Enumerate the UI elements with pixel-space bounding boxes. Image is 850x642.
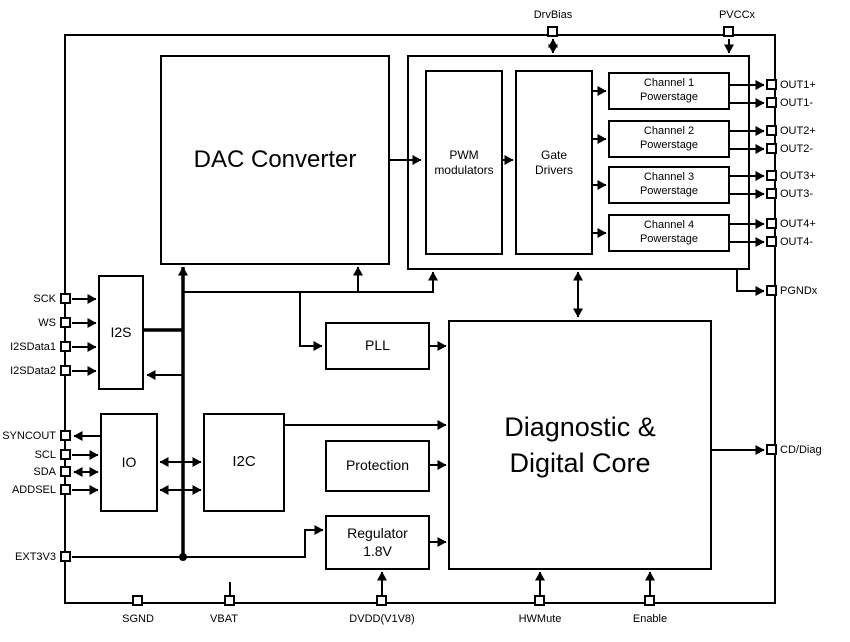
pin-sgnd xyxy=(132,595,143,606)
pwm-label-line2: modulators xyxy=(434,162,494,177)
pin-label-out1m: OUT1- xyxy=(780,97,813,109)
pin-cddiag xyxy=(766,444,777,455)
pin-out1p xyxy=(766,79,777,90)
dac-converter-block: DAC Converter xyxy=(160,55,390,265)
pin-label-i2sdata2: I2SData2 xyxy=(10,365,56,377)
pin-label-syncout: SYNCOUT xyxy=(2,430,56,442)
pin-label-out4p: OUT4+ xyxy=(780,218,816,230)
pin-pvccx xyxy=(723,26,734,37)
channel2-powerstage-block: Channel 2 Powerstage xyxy=(608,120,730,158)
pwm-modulators-block: PWM modulators xyxy=(425,70,503,255)
gate-drivers-block: Gate Drivers xyxy=(515,70,593,255)
channel4-powerstage-block: Channel 4 Powerstage xyxy=(608,214,730,252)
diagnostic-core-block: Diagnostic & Digital Core xyxy=(448,320,712,570)
pin-label-dvdd: DVDD(V1V8) xyxy=(349,613,415,625)
pin-label-hwmute: HWMute xyxy=(518,613,562,625)
pin-label-i2sdata1: I2SData1 xyxy=(10,341,56,353)
pin-label-cddiag: CD/Diag xyxy=(780,444,822,456)
pin-label-sgnd: SGND xyxy=(122,613,154,625)
channel1-powerstage-block: Channel 1 Powerstage xyxy=(608,72,730,110)
pin-out3m xyxy=(766,188,777,199)
pin-label-vbat: VBAT xyxy=(210,613,238,625)
pin-label-sda: SDA xyxy=(33,466,56,478)
pin-out4m xyxy=(766,236,777,247)
regulator-label-line1: Regulator xyxy=(347,525,408,541)
wire-clock-main xyxy=(183,271,438,293)
i2s-label: I2S xyxy=(110,323,132,340)
channel4-label-line1: Channel 4 xyxy=(643,219,695,232)
pin-scl xyxy=(60,449,71,460)
pin-sck xyxy=(60,293,71,304)
wire-pgndx xyxy=(736,270,765,296)
pin-enable xyxy=(644,595,655,606)
pin-label-scl: SCL xyxy=(34,449,56,461)
pin-syncout xyxy=(60,430,71,441)
pin-vbat xyxy=(224,595,235,606)
wire-ext3v3 xyxy=(72,525,324,558)
pll-label: PLL xyxy=(365,337,390,354)
channel2-label-line1: Channel 2 xyxy=(643,125,695,138)
pin-dvdd xyxy=(376,595,387,606)
pin-hwmute xyxy=(534,595,545,606)
core-label-line1: Diagnostic & xyxy=(504,411,656,442)
channel4-label-line2: Powerstage xyxy=(639,233,699,245)
pin-label-enable: Enable xyxy=(632,613,668,625)
channel3-label-line2: Powerstage xyxy=(639,185,699,197)
pin-label-pvccx: PVCCx xyxy=(718,9,756,21)
pin-label-pgndx: PGNDx xyxy=(780,285,818,297)
pin-label-out3p: OUT3+ xyxy=(780,170,816,182)
protection-block: Protection xyxy=(325,440,430,492)
channel1-label-line2: Powerstage xyxy=(639,91,699,103)
pin-label-out4m: OUT4- xyxy=(780,236,813,248)
channel2-label-line2: Powerstage xyxy=(639,139,699,151)
pin-ext3v3 xyxy=(60,551,71,562)
pin-label-out2m: OUT2- xyxy=(780,143,813,155)
pin-label-out1p: OUT1+ xyxy=(780,79,816,91)
regulator-block: Regulator 1.8V xyxy=(325,515,430,570)
pin-label-ext3v3: EXT3V3 xyxy=(15,551,56,563)
gate-label-line2: Drivers xyxy=(535,162,573,177)
pin-out3p xyxy=(766,170,777,181)
pin-pgndx xyxy=(766,285,777,296)
io-label: IO xyxy=(121,453,137,470)
protection-label: Protection xyxy=(345,457,410,474)
pin-i2sdata2 xyxy=(60,365,71,376)
pin-label-sck: SCK xyxy=(33,293,56,305)
junction-dot-ext3v3 xyxy=(179,553,187,561)
i2c-block: I2C xyxy=(203,413,285,512)
io-block: IO xyxy=(100,413,158,512)
channel3-powerstage-block: Channel 3 Powerstage xyxy=(608,166,730,204)
wire-clock-to-pll xyxy=(299,292,323,351)
pwm-label-line1: PWM xyxy=(449,147,479,162)
pin-sda xyxy=(60,466,71,477)
pin-drvbias xyxy=(547,26,558,37)
pin-label-ws: WS xyxy=(38,317,56,329)
i2s-block: I2S xyxy=(98,275,144,390)
regulator-label-line2: 1.8V xyxy=(363,542,392,559)
channel3-label-line1: Channel 3 xyxy=(643,171,695,184)
pin-out4p xyxy=(766,218,777,229)
pll-block: PLL xyxy=(325,322,430,370)
pin-out2m xyxy=(766,143,777,154)
pin-i2sdata1 xyxy=(60,341,71,352)
pin-ws xyxy=(60,317,71,328)
gate-label-line1: Gate xyxy=(540,147,567,162)
pin-out1m xyxy=(766,97,777,108)
pin-out2p xyxy=(766,125,777,136)
pin-label-drvbias: DrvBias xyxy=(533,9,573,21)
i2c-label: I2C xyxy=(232,453,256,471)
pin-label-out2p: OUT2+ xyxy=(780,125,816,137)
core-label-line2: Digital Core xyxy=(509,448,651,478)
pin-label-out3m: OUT3- xyxy=(780,188,813,200)
dac-converter-label: DAC Converter xyxy=(193,146,357,173)
pin-label-addsel: ADDSEL xyxy=(11,484,56,496)
channel1-label-line1: Channel 1 xyxy=(643,77,695,90)
pin-addsel xyxy=(60,484,71,495)
